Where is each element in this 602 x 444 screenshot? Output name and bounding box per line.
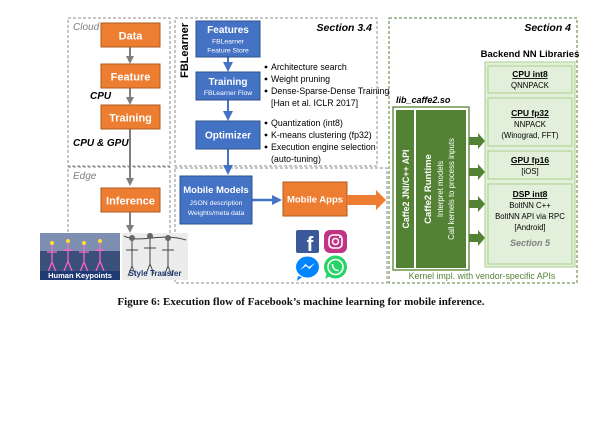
training-fb-sub: FBLearner Flow — [204, 90, 252, 97]
human-keypoints-label: Human Keypoints — [48, 271, 112, 280]
optimizer-bullet-1: Quantization (int8) — [271, 118, 343, 128]
mobile-models-title: Mobile Models — [183, 185, 248, 196]
caffe2-api-box — [396, 110, 414, 268]
optimizer-box — [195, 120, 261, 150]
backend-gpu-fp16-note: [iOS] — [521, 167, 538, 176]
backend-cpu-int8-lib: QNNPACK — [511, 81, 550, 90]
runtime-to-backend-arrow-1 — [469, 133, 485, 149]
cpu-label: CPU — [90, 91, 112, 102]
mobile-models-line2: Weights/meta data — [188, 210, 245, 217]
backend-box-gpu-fp16: GPU fp16 [iOS] — [487, 150, 573, 180]
optimizer-label: Optimizer — [205, 131, 251, 142]
caffe2-interpret-label: Interpret models — [436, 161, 445, 217]
data-box — [100, 22, 161, 48]
whatsapp-icon — [324, 255, 347, 279]
training-bullet-4: [Han et al. ICLR 2017] — [271, 98, 358, 108]
svg-text:f: f — [307, 234, 314, 256]
backend-gpu-fp16-title: GPU fp16 — [511, 155, 550, 165]
kernel-note: Kernel impl. with vendor-specific APIs — [409, 271, 556, 281]
caffe2-runtime-box — [416, 110, 466, 268]
section-5-label: Section 5 — [510, 238, 551, 248]
backend-title: Backend NN Libraries — [481, 49, 580, 60]
features-sub2: Feature Store — [207, 48, 249, 55]
mobile-apps-box — [282, 181, 348, 217]
cloud-label: Cloud — [73, 22, 100, 33]
messenger-icon — [296, 256, 319, 281]
style-transfer-label: Style Transfer — [129, 269, 182, 278]
backend-cpu-fp32-title: CPU fp32 — [511, 108, 549, 118]
inference-label: Inference — [106, 196, 155, 208]
optimizer-bullets: Quantization (int8) K-means clustering (… — [264, 118, 376, 164]
backend-dsp-int8-title: DSP int8 — [513, 189, 548, 199]
training-box — [100, 104, 161, 130]
caffe2-call-label: Call kernels to process inputs — [447, 138, 456, 240]
training-bullets: Architecture search Weight pruning Dense… — [264, 62, 389, 108]
features-box — [195, 20, 261, 58]
section-4-label: Section 4 — [524, 22, 571, 34]
runtime-to-backend-arrow-3 — [469, 196, 485, 212]
features-sub1: FBLearner — [212, 39, 245, 46]
cpu-gpu-label: CPU & GPU — [73, 138, 129, 149]
lib-caffe2-label: lib_caffe2.so — [396, 95, 451, 105]
features-title: Features — [207, 25, 249, 36]
training-bullet-2: Weight pruning — [271, 74, 330, 84]
training-label: Training — [109, 113, 152, 125]
caffe2-lib-frame — [392, 106, 470, 271]
figure-caption: Figure 6: Execution flow of Facebook’s m… — [117, 296, 485, 308]
mobile-region — [174, 167, 388, 284]
fblearner-label: FBLearner — [179, 22, 191, 78]
backend-dsp-lib1: BoltNN C++ — [509, 201, 551, 210]
optimizer-bullet-3: Execution engine selection — [271, 142, 376, 152]
backend-dsp-lib2: BoltNN API via RPC — [495, 212, 565, 221]
backend-box-dsp-int8: DSP int8 BoltNN C++ BoltNN API via RPC [… — [487, 183, 573, 265]
mobile-apps-label: Mobile Apps — [287, 195, 343, 206]
caffe2-runtime-label: Caffe2 Runtime — [423, 154, 434, 224]
backend-box-cpu-fp32: CPU fp32 NNPACK (Winograd, FFT) — [487, 97, 573, 147]
style-transfer-image — [122, 233, 188, 280]
training-bullet-1: Architecture search — [271, 62, 347, 72]
section-4-region — [388, 17, 578, 284]
backend-cpu-int8-title: CPU int8 — [512, 69, 548, 79]
runtime-to-backend-arrow-2 — [469, 164, 485, 180]
mobile-models-line1: JSON description — [190, 200, 243, 207]
caffe2-api-label: Caffe2 JNI/C++ API — [401, 150, 411, 229]
apps-to-caffe2-arrow — [347, 190, 386, 210]
cloud-region — [67, 17, 171, 167]
training-fb-title: Training — [209, 77, 248, 88]
feature-label: Feature — [111, 72, 151, 84]
backend-cpu-fp32-lib: NNPACK — [514, 120, 547, 129]
training-bullet-3: Dense-Sparse-Dense Training — [271, 86, 389, 96]
backend-cpu-fp32-note: (Winograd, FFT) — [501, 131, 559, 140]
backend-box-cpu-int8: CPU int8 QNNPACK — [487, 65, 573, 94]
runtime-to-backend-arrow-4 — [469, 230, 485, 246]
section-3-4-label: Section 3.4 — [317, 22, 373, 34]
backend-dsp-note: [Android] — [514, 223, 545, 232]
mobile-models-box — [179, 175, 253, 225]
inference-box — [100, 187, 161, 213]
optimizer-bullet-2: K-means clustering (fp32) — [271, 130, 372, 140]
training-fb-box — [195, 71, 261, 101]
data-label: Data — [119, 31, 144, 43]
human-keypoints-image — [40, 233, 120, 280]
facebook-icon: f — [296, 230, 319, 256]
instagram-icon — [324, 230, 347, 253]
edge-label: Edge — [73, 171, 97, 182]
fblearner-region — [174, 17, 378, 167]
optimizer-bullet-4: (auto-tuning) — [271, 154, 321, 164]
feature-box — [100, 63, 161, 89]
